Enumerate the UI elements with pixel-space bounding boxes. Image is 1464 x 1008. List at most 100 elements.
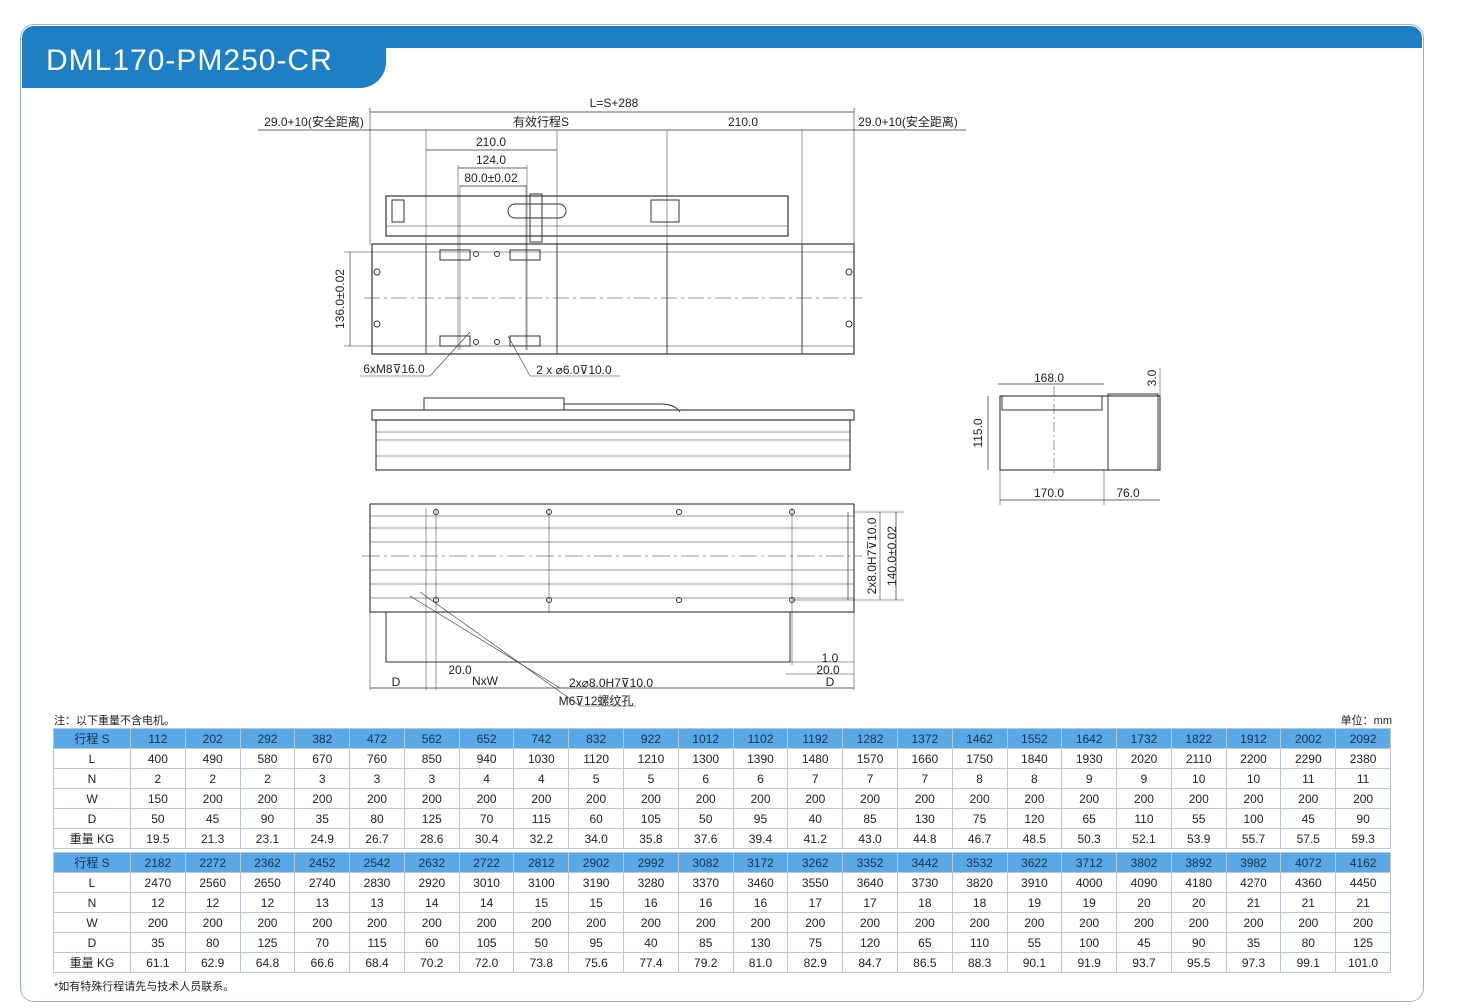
table-cell: 21: [1225, 892, 1282, 913]
table-cell: 200: [896, 788, 953, 809]
table-cell: 1840: [1006, 748, 1063, 769]
table-cell: 19: [1006, 892, 1063, 913]
table-cell: 200: [896, 912, 953, 933]
table-cell: 68.4: [349, 952, 405, 973]
table-cell: 652: [458, 728, 515, 749]
table-cell: 3: [349, 768, 405, 789]
table-cell: 742: [513, 728, 570, 749]
table-cell: 2: [239, 768, 296, 789]
table-cell: 91.9: [1061, 952, 1118, 973]
table-cell: 37.6: [677, 828, 734, 849]
table-cell: 130: [896, 808, 953, 829]
table-cell: 15: [568, 892, 625, 913]
table-cell: 21.3: [184, 828, 241, 849]
dim-L: L=S+288: [590, 96, 639, 110]
table-cell: 105: [458, 932, 515, 953]
table-cell: 66.6: [294, 952, 351, 973]
table-cell: 30.4: [458, 828, 515, 849]
table-cell: 1210: [623, 748, 679, 769]
table-cell: 3370: [677, 872, 734, 893]
table-cell: 922: [623, 728, 679, 749]
row-label: N: [53, 768, 131, 789]
table-cell: 200: [568, 912, 625, 933]
table-cell: 20: [1170, 892, 1227, 913]
table-cell: 3082: [677, 852, 734, 873]
table-cell: 200: [623, 788, 679, 809]
table-cell: 3550: [787, 872, 844, 893]
dim-d-left: D: [392, 675, 401, 689]
table-cell: 115: [349, 932, 405, 953]
table-cell: 14: [458, 892, 515, 913]
table-cell: 48.5: [1006, 828, 1063, 849]
table-cell: 2650: [239, 872, 296, 893]
table-cell: 200: [1225, 788, 1282, 809]
table-cell: 105: [623, 808, 679, 829]
table-cell: 80: [1280, 932, 1337, 953]
table-cell: 3280: [623, 872, 679, 893]
table-cell: 82.9: [787, 952, 844, 973]
table-cell: 110: [1116, 808, 1172, 829]
table-cell: 80: [349, 808, 405, 829]
table-cell: 2290: [1280, 748, 1337, 769]
table-cell: 72.0: [458, 952, 515, 973]
table-cell: 3190: [568, 872, 625, 893]
row-label: L: [53, 748, 131, 769]
dimension-labels: L=S+288 29.0+10(安全距离) 有效行程S 210.0 29.0+1…: [264, 96, 1159, 708]
table-cell: 1102: [732, 728, 789, 749]
table-cell: 3: [403, 768, 460, 789]
table-cell: 200: [951, 912, 1008, 933]
table-cell: 200: [842, 912, 898, 933]
table-cell: 760: [349, 748, 405, 769]
table-cell: 100: [1225, 808, 1282, 829]
table-cell: 1012: [677, 728, 734, 749]
product-title: DML170-PM250-CR: [46, 44, 333, 77]
table-cell: 20: [1116, 892, 1172, 913]
table-cell: 85: [677, 932, 734, 953]
bottom-view: [362, 503, 904, 707]
dim-m6: M6⊽12螺纹孔: [559, 694, 634, 708]
table-cell: 4: [513, 768, 570, 789]
table-cell: 3460: [732, 872, 789, 893]
table-cell: 1570: [842, 748, 898, 769]
table-cell: 4180: [1170, 872, 1227, 893]
table-cell: 125: [1335, 932, 1391, 953]
table-cell: 202: [184, 728, 241, 749]
table-cell: 21: [1280, 892, 1337, 913]
table-cell: 28.6: [403, 828, 460, 849]
table-cell: 62.9: [184, 952, 241, 973]
table-cell: 1642: [1061, 728, 1118, 749]
table-cell: 4: [458, 768, 515, 789]
table-cell: 200: [1280, 788, 1337, 809]
footer-note: *如有特殊行程请先与技术人员联系。: [54, 981, 235, 993]
table-cell: 84.7: [842, 952, 898, 973]
table-cell: 200: [732, 788, 789, 809]
table-cell: 200: [1280, 912, 1337, 933]
table-cell: 4090: [1116, 872, 1172, 893]
table-cell: 75: [951, 808, 1008, 829]
table-cell: 11: [1335, 768, 1391, 789]
dim-140: 140.0±0.02: [885, 526, 899, 586]
table-cell: 101.0: [1335, 952, 1391, 973]
table-cell: 1030: [513, 748, 570, 769]
dim-3: 3.0: [1145, 369, 1159, 386]
table-cell: 2920: [403, 872, 460, 893]
table-cell: 200: [1006, 788, 1063, 809]
table-cell: 11: [1280, 768, 1337, 789]
table-cell: 200: [1116, 788, 1172, 809]
table-cell: 14: [403, 892, 460, 913]
table-cell: 120: [842, 932, 898, 953]
table-cell: 200: [1170, 912, 1227, 933]
dim-168: 168.0: [1034, 371, 1064, 385]
table-cell: 45: [1116, 932, 1172, 953]
table-cell: 60: [403, 932, 460, 953]
table-cell: 13: [294, 892, 351, 913]
table-cell: 50.3: [1061, 828, 1118, 849]
row-label: D: [53, 808, 131, 829]
table-cell: 200: [513, 788, 570, 809]
table-cell: 200: [130, 912, 186, 933]
dim-hole1: 6xM8⊽16.0: [363, 362, 425, 376]
